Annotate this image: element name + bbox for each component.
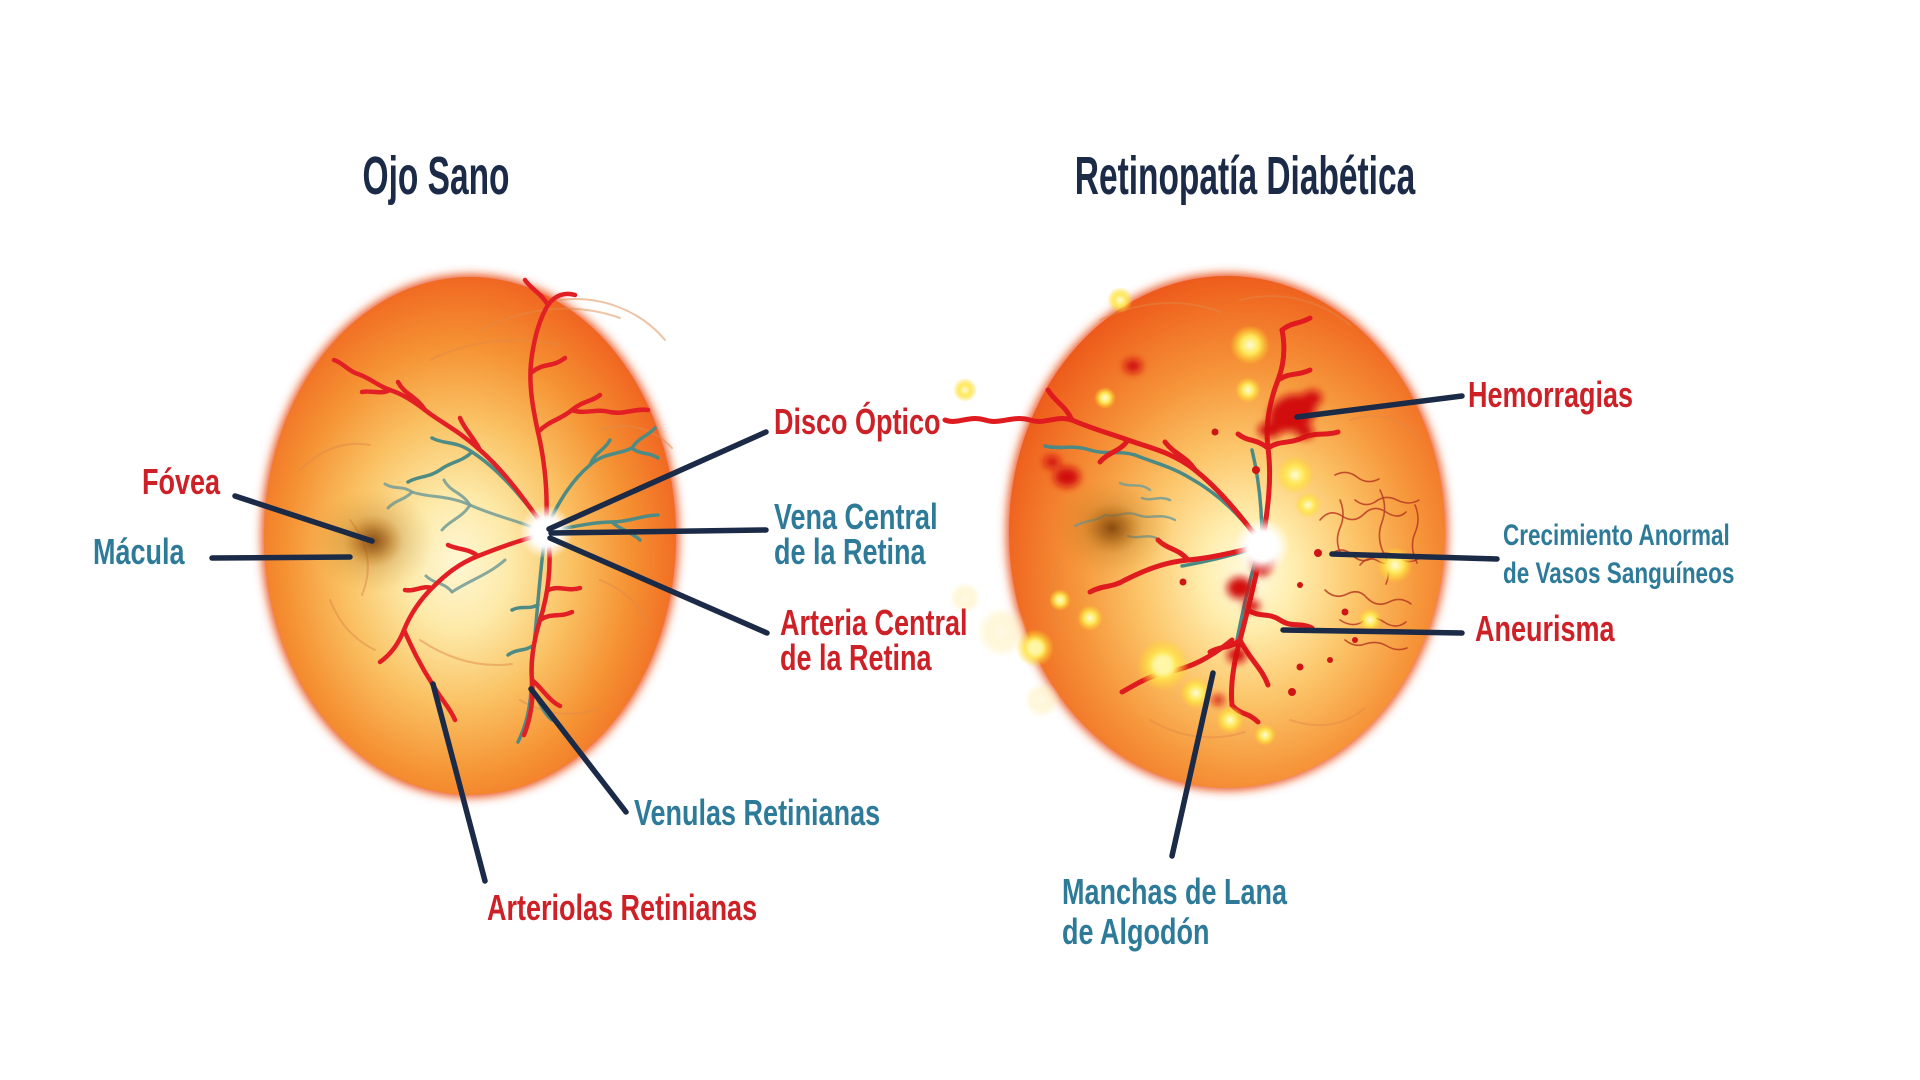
label-arteriolas: Arteriolas Retinianas xyxy=(487,887,758,928)
label-fovea: Fóvea xyxy=(142,461,221,502)
retinal-arteries xyxy=(942,315,1341,725)
diabetic-eye-title: Retinopatía Diabética xyxy=(1074,146,1416,206)
leader-macula xyxy=(209,554,353,561)
healthy-eye-title: Ojo Sano xyxy=(362,146,510,206)
label-aneurisma: Aneurisma xyxy=(1475,608,1615,649)
leader-hemorragias xyxy=(1294,393,1465,420)
label-manchas-lana: Manchas de Lana de Algodón xyxy=(1062,871,1288,952)
label-disco-optico: Disco Óptico xyxy=(774,401,941,442)
leader-arteriolas xyxy=(430,681,488,884)
leader-manchas xyxy=(1169,670,1216,859)
leader-arteria-central xyxy=(547,535,770,636)
macula-spot xyxy=(1082,502,1142,554)
faint-capillaries xyxy=(299,298,673,715)
label-crecimiento-anormal: Crecimiento Anormal de Vasos Sanguíneos xyxy=(1503,519,1735,590)
label-arteria-central: Arteria Central de la Retina xyxy=(780,602,968,678)
label-hemorragias: Hemorragias xyxy=(1468,374,1634,415)
label-macula: Mácula xyxy=(93,531,185,572)
leader-fovea xyxy=(232,493,375,544)
cotton-wool-spot xyxy=(976,606,1028,658)
diabetic-eye-illustration xyxy=(942,274,1447,790)
healthy-eye-illustration xyxy=(262,275,678,797)
label-venulas: Venulas Retinianas xyxy=(634,792,881,833)
retinal-arteries xyxy=(331,277,651,738)
leader-disco-optico xyxy=(546,429,769,532)
leader-aneurisma xyxy=(1280,627,1465,636)
leader-venulas xyxy=(528,686,629,815)
leader-lines xyxy=(209,393,1500,884)
label-vena-central: Vena Central de la Retina xyxy=(774,496,938,572)
exudate-spots xyxy=(953,287,1413,746)
optic-disc xyxy=(1248,532,1276,560)
leader-vena-central xyxy=(548,527,769,536)
cotton-wool-spot xyxy=(1024,682,1060,718)
cotton-wool-spot xyxy=(949,582,981,614)
leader-crecimiento xyxy=(1329,551,1500,562)
diabetic-eye-fundus xyxy=(1009,276,1445,788)
microaneurysm-dots xyxy=(1179,428,1358,696)
